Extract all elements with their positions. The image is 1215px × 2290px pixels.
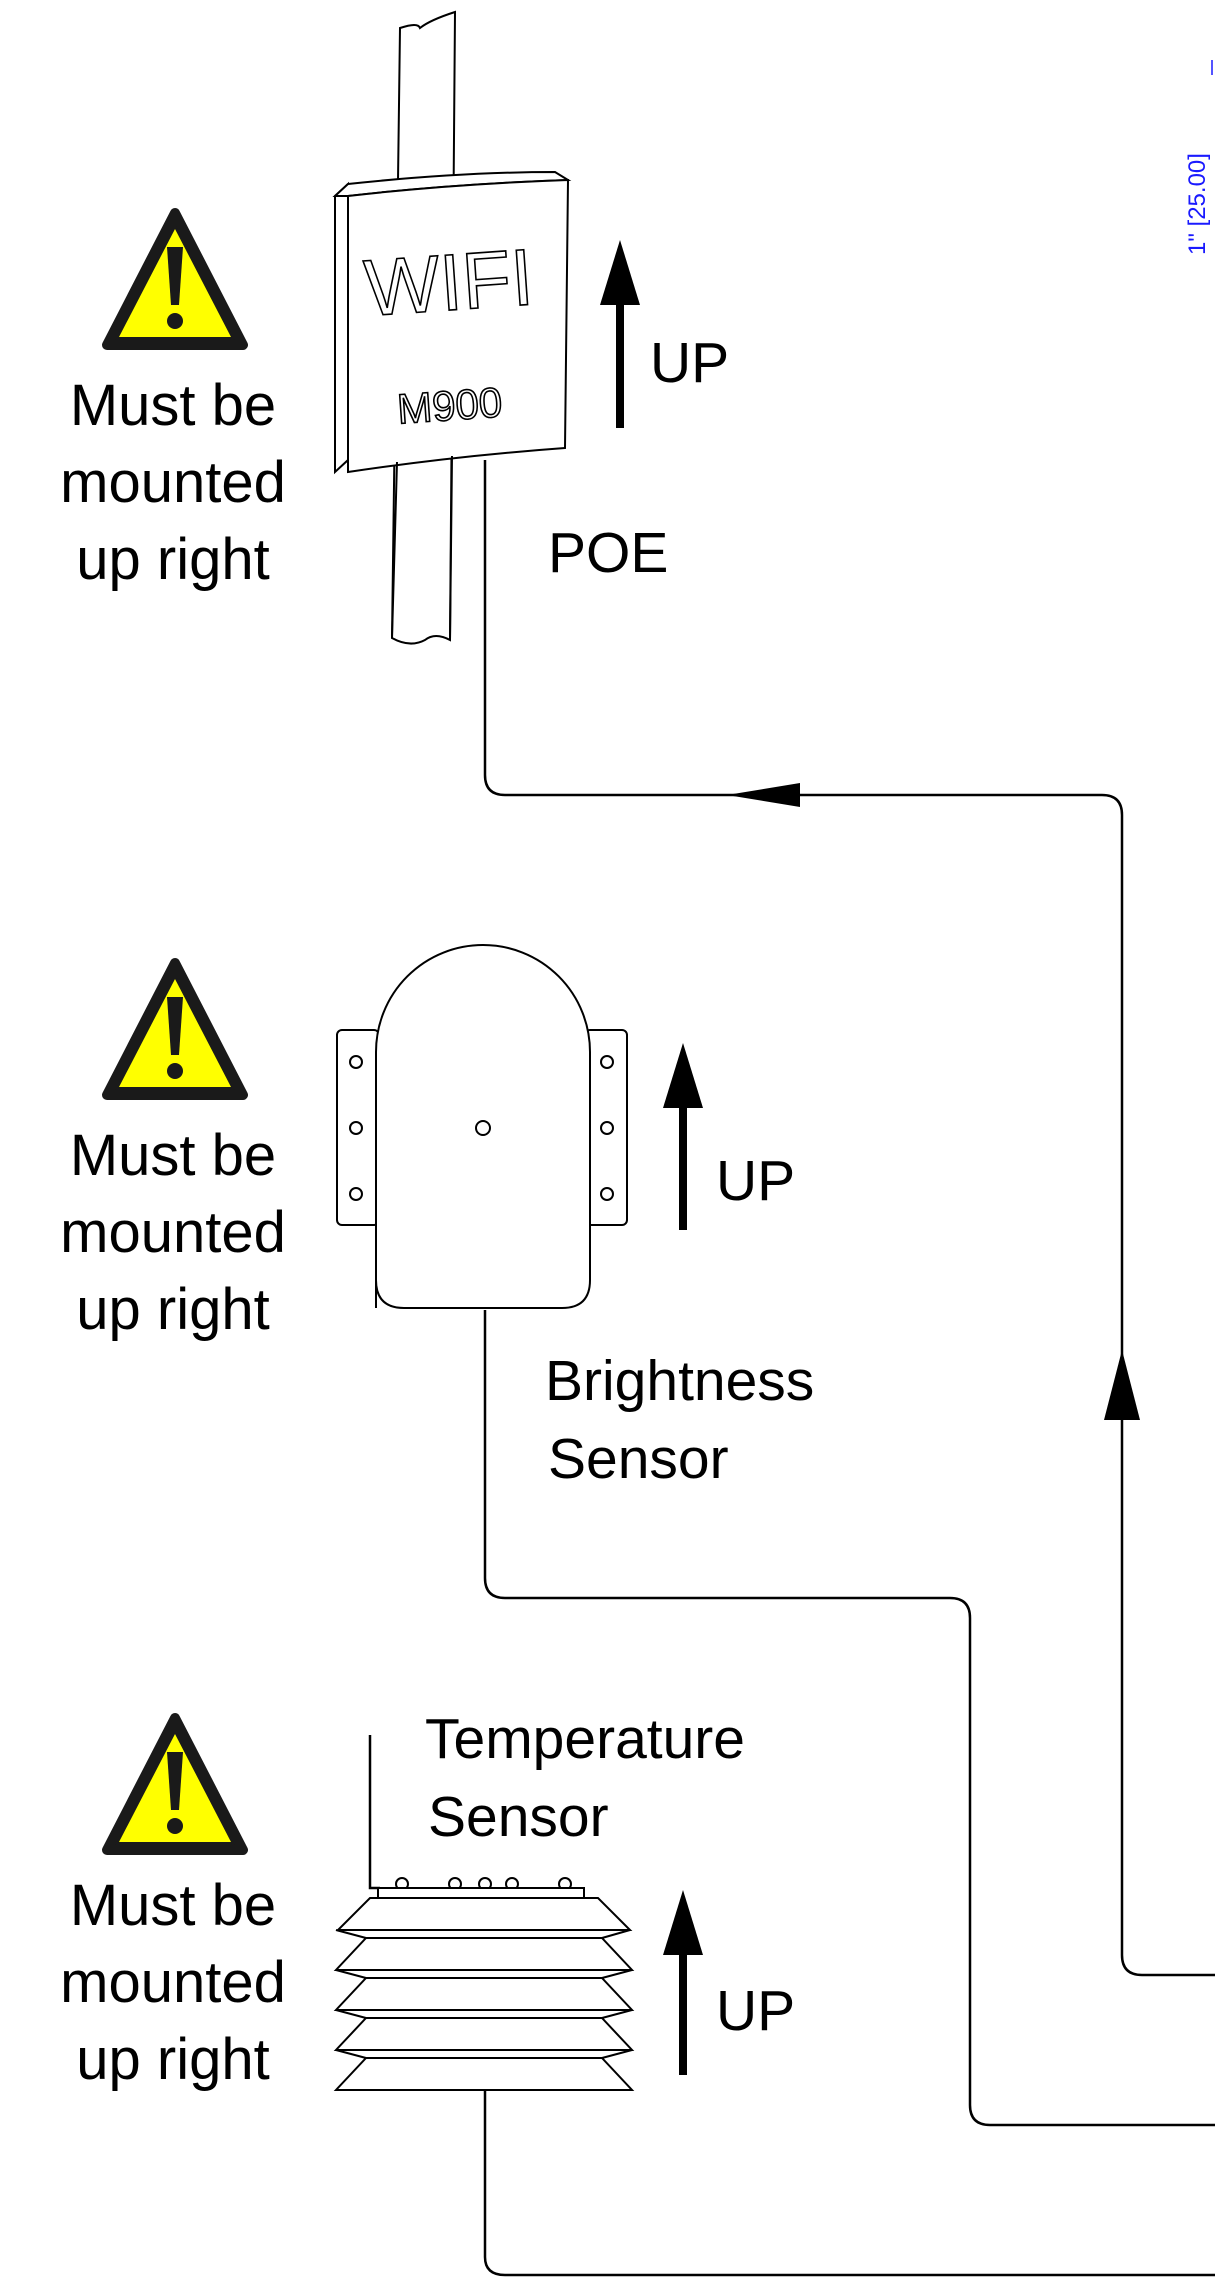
model-label: M900 <box>396 378 504 432</box>
brightness-cable <box>483 1310 1215 2127</box>
screw-hole <box>349 1121 363 1135</box>
wifi-logo: WIFI <box>361 232 536 333</box>
radiation-shield-plate <box>333 2017 635 2051</box>
warning-line: up right <box>76 527 269 592</box>
warning-line: up right <box>76 2027 269 2092</box>
poe-cable <box>483 460 1215 1977</box>
temperature-cable <box>483 2090 1215 2277</box>
up-arrow-icon <box>663 1890 703 2075</box>
warning-line: Must be <box>70 373 276 438</box>
up-arrow-icon <box>663 1043 703 1230</box>
temperature-label-line1: Temperature <box>425 1707 745 1771</box>
brightness-up-label: UP <box>716 1149 795 1213</box>
device-side <box>334 181 349 475</box>
warning-line: mounted <box>60 1950 286 2015</box>
warning-icon <box>102 1713 248 1855</box>
poe-flow-arrow-up <box>1104 1350 1140 1420</box>
device-front <box>347 178 570 474</box>
brightness-sensor <box>336 944 628 1309</box>
warning-line: Must be <box>70 1873 276 1938</box>
wifi-up-label: UP <box>650 331 729 395</box>
poe-label: POE <box>548 521 668 585</box>
temperature-sensor <box>333 1735 635 2091</box>
warning-icon <box>102 208 248 350</box>
warning-text-wifi: Must be mounted up right <box>60 373 286 592</box>
temperature-up-label: UP <box>716 1979 795 2043</box>
warning-icon <box>102 958 248 1100</box>
warning-line: mounted <box>60 450 286 515</box>
screw-hole <box>600 1187 614 1201</box>
warning-text-brightness: Must be mounted up right <box>60 1123 286 1342</box>
dimension-label: 1" [25.00] <box>1184 153 1211 255</box>
poe-flow-arrow <box>727 783 800 807</box>
radiation-shield-plate <box>333 2057 635 2091</box>
cables <box>483 460 1215 2277</box>
warning-line: Must be <box>70 1123 276 1188</box>
warning-line: mounted <box>60 1200 286 1265</box>
radiation-shield-plate <box>333 1937 635 1971</box>
screw-hole <box>600 1055 614 1069</box>
radiation-shield-plate <box>335 1897 633 1931</box>
screw-hole <box>349 1055 363 1069</box>
up-arrow-icon <box>600 240 640 428</box>
brightness-label-line1: Brightness <box>545 1349 814 1413</box>
warning-text-temperature: Must be mounted up right <box>60 1873 286 2092</box>
radiation-shield-plate <box>333 1977 635 2011</box>
sensor-antenna <box>368 1735 380 1890</box>
mounting-pole-lower <box>391 455 453 641</box>
screw-hole <box>600 1121 614 1135</box>
screw-hole <box>349 1187 363 1201</box>
light-sensor-port <box>475 1120 491 1136</box>
temperature-label-line2: Sensor <box>428 1785 609 1849</box>
wifi-access-point: WIFI M900 <box>332 10 572 645</box>
warning-line: up right <box>76 1277 269 1342</box>
sensor-cap <box>377 1887 585 1899</box>
brightness-label-line2: Sensor <box>548 1427 729 1491</box>
